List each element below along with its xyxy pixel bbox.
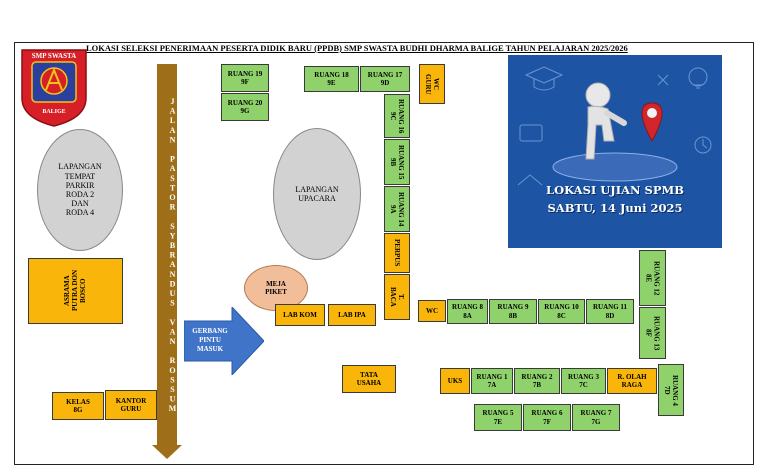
svg-text:PINTU: PINTU <box>199 336 221 344</box>
road <box>157 64 177 447</box>
map-title: LOKASI SELEKSI PENERIMAAN PESERTA DIDIK … <box>86 43 628 53</box>
logo-bottom-text: BALIGE <box>42 109 65 115</box>
lab-ipa: LAB IPA <box>328 304 376 326</box>
road-arrow-head <box>152 445 182 459</box>
svg-text:MASUK: MASUK <box>197 345 224 353</box>
poster-line-1: LOKASI UJIAN SPMB <box>546 183 684 197</box>
figure-icon <box>585 82 627 160</box>
doodle-icons <box>517 66 712 186</box>
map-frame <box>14 42 754 465</box>
location-pin-icon <box>641 102 663 143</box>
uks: UKS <box>440 368 470 394</box>
school-logo: SMP SWASTA BALIGE <box>21 49 87 127</box>
road-label: JALAN PASTOR SYBRANDUS VAN ROSSUM <box>168 96 177 414</box>
poster-lokasi-ujian: LOKASI UJIAN SPMB SABTU, 14 Juni 2025 <box>508 55 722 248</box>
lab-kom: LAB KOM <box>275 304 325 326</box>
logo-top-text: SMP SWASTA <box>32 52 76 60</box>
poster-line-2: SABTU, 14 Juni 2025 <box>547 201 683 215</box>
perpus: PERPUS <box>384 233 410 273</box>
svg-text:GERBANG: GERBANG <box>192 327 228 335</box>
poster-illustration <box>517 66 712 186</box>
taman-baca: T.BACA <box>384 274 410 320</box>
wc: WC <box>418 300 446 322</box>
gerbang-arrow: GERBANG PINTU MASUK <box>184 307 264 375</box>
